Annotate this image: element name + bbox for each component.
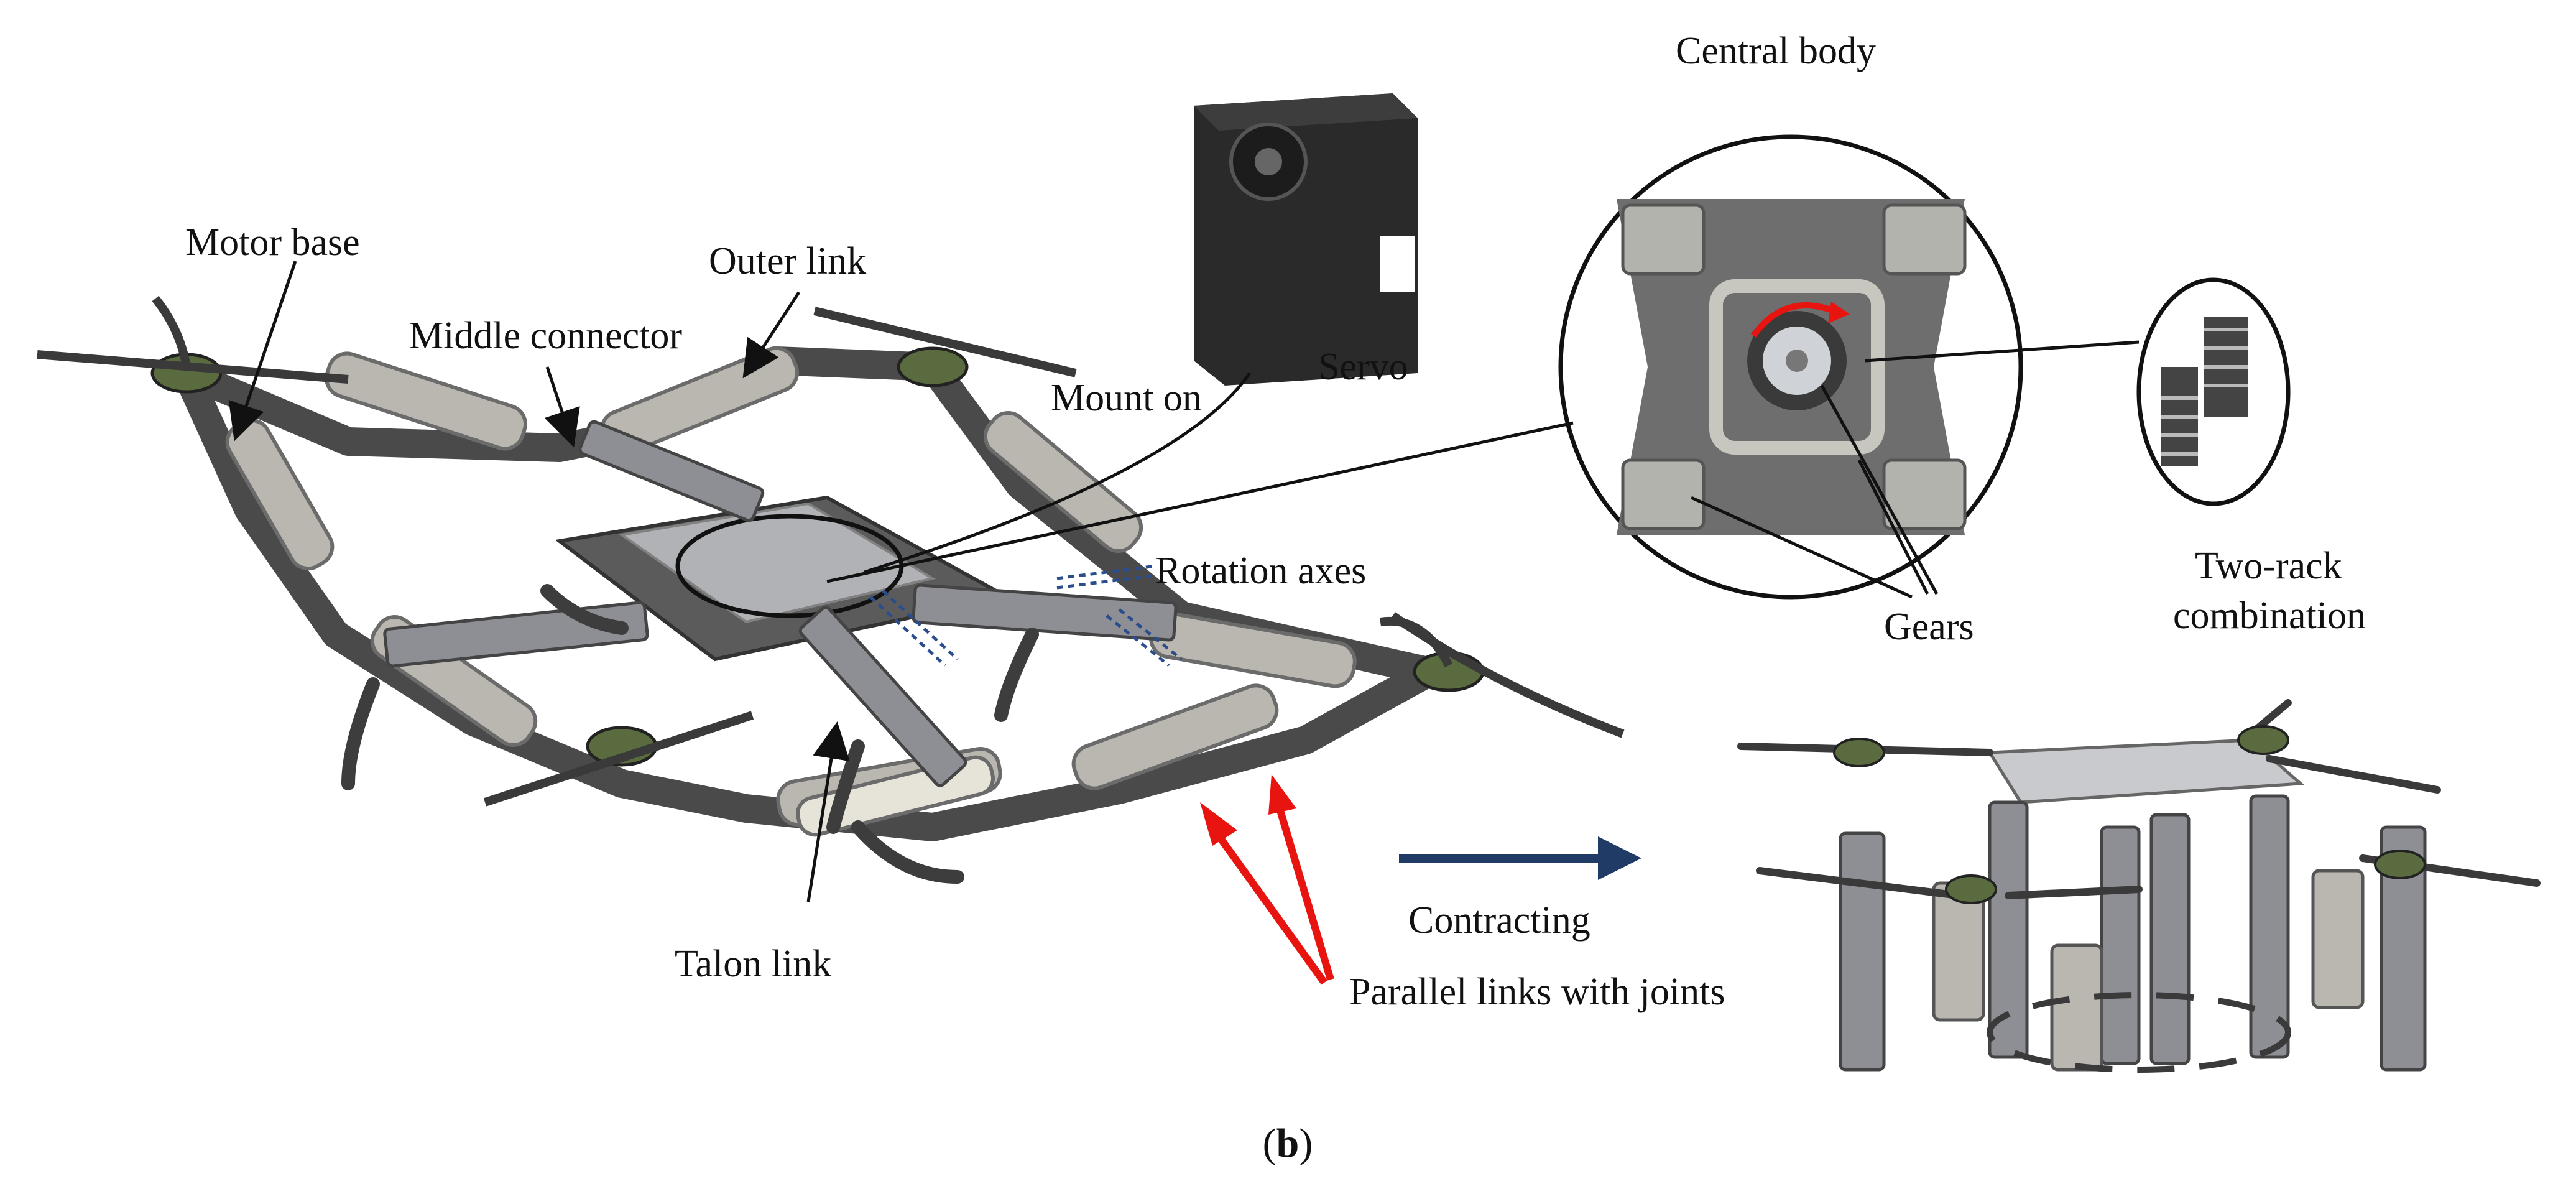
label-central-body: Central body <box>1676 30 1876 72</box>
motor <box>1380 612 1625 738</box>
figure-caption: (b) <box>1263 1121 1313 1166</box>
rack-icon <box>2161 317 2248 466</box>
talon-legs <box>341 584 1039 884</box>
label-rotation-axes: Rotation axes <box>1155 550 1366 592</box>
label-gears: Gears <box>1884 606 1974 648</box>
caption-open: ( <box>1263 1121 1276 1166</box>
label-two-rack-2: combination <box>2173 595 2366 637</box>
drone-contracted-illustration <box>1737 699 2541 1073</box>
rotation-axes-lines <box>869 564 1183 667</box>
motor <box>813 307 1077 387</box>
central-body-pointer <box>826 421 1574 583</box>
label-middle-connector: Middle connector <box>409 315 682 357</box>
label-two-rack-1: Two-rack <box>2195 545 2342 587</box>
gears-pointer-3 <box>1820 384 1939 595</box>
gears-pointer-1 <box>1690 496 1913 599</box>
label-contracting: Contracting <box>1408 899 1590 942</box>
label-outer-link: Outer link <box>709 240 866 282</box>
label-talon-link: Talon link <box>675 943 831 985</box>
label-motor-base: Motor base <box>185 221 360 264</box>
two-rack-detail <box>2136 277 2291 506</box>
central-body-detail <box>1558 134 2023 600</box>
contracting-arrow <box>1399 836 1641 880</box>
motor <box>483 711 754 807</box>
middle-connector-pointer <box>544 366 580 448</box>
caption-letter: b <box>1276 1121 1300 1166</box>
servo-motor-icon <box>1194 93 1418 386</box>
label-servo: Servo <box>1318 346 1408 388</box>
parallel-links-arrows <box>1200 774 1334 985</box>
motors <box>37 295 1625 807</box>
outer-link-pointer <box>742 291 801 379</box>
motor <box>37 295 349 394</box>
central-plate <box>555 495 1013 662</box>
label-parallel-links: Parallel links with joints <box>1349 971 1725 1013</box>
caption-close: ) <box>1299 1121 1313 1166</box>
two-rack-pointer <box>1865 340 2140 363</box>
rotation-indicator <box>1750 302 1835 338</box>
talon-link-pointer <box>806 721 850 902</box>
gears-pointer-2 <box>1857 459 1929 595</box>
leader-lines <box>228 261 1939 902</box>
motor-base-pointer <box>228 261 297 442</box>
label-mount-on: Mount on <box>1051 377 1202 419</box>
servo-mount-curve <box>864 372 1252 574</box>
